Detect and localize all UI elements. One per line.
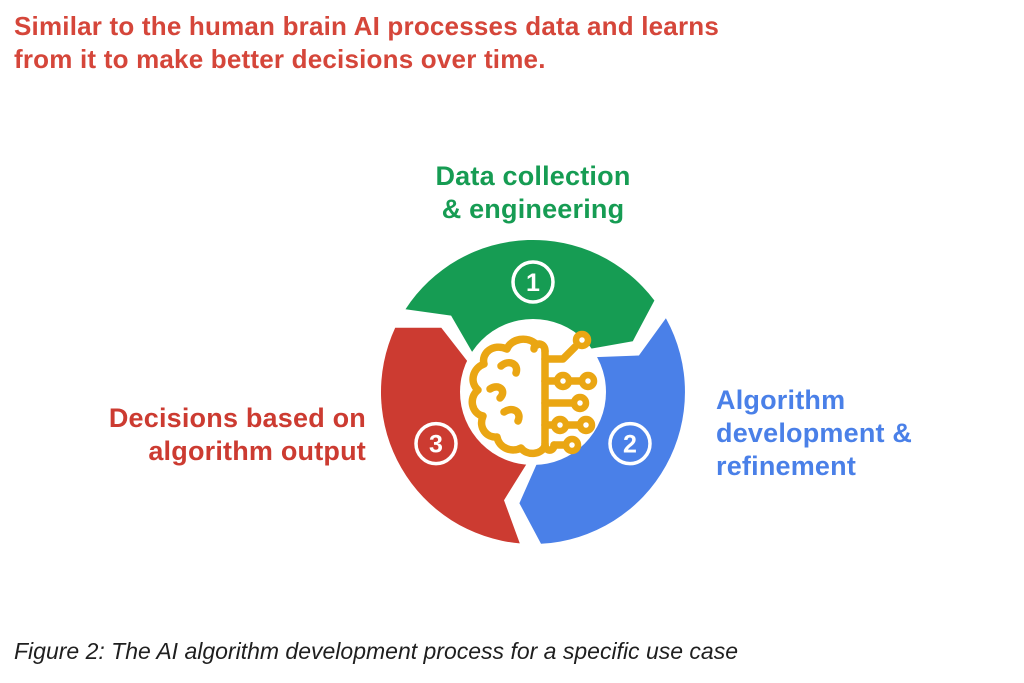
step-badge-1: 1 — [511, 260, 555, 304]
step-number-1: 1 — [526, 269, 540, 297]
figure-caption: Figure 2: The AI algorithm development p… — [14, 638, 738, 664]
page-heading: Similar to the human brain AI processes … — [14, 11, 720, 74]
step-badge-3: 3 — [414, 421, 458, 466]
step-label-data-collection: Data collection & engineering — [435, 161, 631, 224]
cycle-segment-2 — [519, 318, 685, 544]
step-label-algorithm-development: Algorithm development & refinement — [716, 385, 913, 481]
brain-circuit-icon — [468, 330, 598, 458]
step-number-3: 3 — [429, 431, 443, 459]
step-badge-2: 2 — [608, 421, 652, 466]
cycle-diagram: 1 2 3 — [363, 222, 703, 562]
step-number-2: 2 — [623, 431, 637, 459]
step-label-decisions: Decisions based on algorithm output — [108, 403, 366, 466]
cycle-diagram-svg: 1 2 3 — [380, 239, 685, 544]
cycle-segment-1 — [405, 239, 655, 353]
